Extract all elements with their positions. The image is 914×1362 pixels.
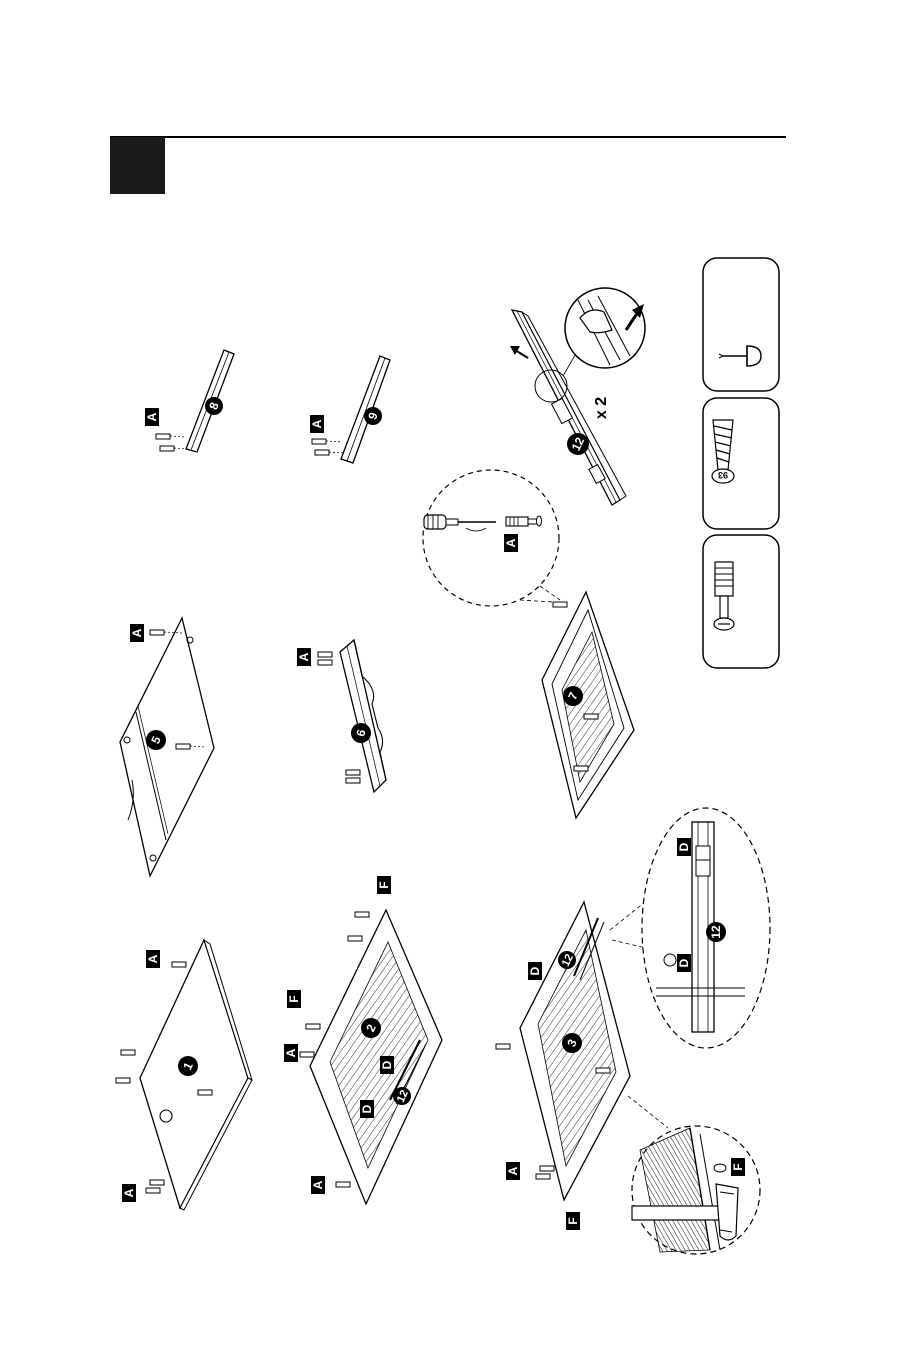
hardware-label-d: D bbox=[677, 958, 691, 967]
cam-bolt-icon bbox=[506, 516, 542, 526]
part-label-12: 12 bbox=[709, 925, 723, 939]
step-number-block bbox=[110, 137, 165, 194]
hardware-label-a: A bbox=[297, 652, 311, 661]
screwdriver-icon bbox=[424, 515, 496, 531]
cam-install-detail: A bbox=[423, 470, 560, 606]
hardware-label-d: D bbox=[677, 842, 691, 851]
screw-mark-label: 93 bbox=[718, 470, 728, 480]
hardware-label-a: A bbox=[145, 412, 159, 421]
cam-bolt-icon bbox=[156, 434, 188, 451]
back-panel-part-6: 6 A bbox=[297, 640, 386, 792]
panel-part-1: 1 A A bbox=[116, 940, 252, 1210]
hardware-label-a: A bbox=[146, 954, 160, 963]
legend-box-glide-nail bbox=[703, 258, 779, 391]
hardware-label-a: A bbox=[130, 628, 144, 637]
hardware-label-a: A bbox=[506, 1166, 520, 1175]
rail-part-8: 8 A bbox=[145, 350, 234, 452]
hardware-label-f: F bbox=[287, 995, 301, 1002]
hardware-label-a: A bbox=[311, 1180, 325, 1189]
slide-mount-detail: 12 D D bbox=[610, 808, 770, 1048]
hardware-label-a: A bbox=[122, 1188, 136, 1197]
hardware-label-d: D bbox=[360, 1104, 374, 1113]
hardware-label-d: D bbox=[380, 1060, 394, 1069]
legend-box-wood-screw bbox=[703, 398, 779, 529]
drawer-slide-part-12: 12 x 2 bbox=[510, 288, 645, 505]
hardware-label-d: D bbox=[528, 966, 542, 975]
hardware-label-f: F bbox=[377, 881, 391, 888]
drawer-frame-part-7: 7 bbox=[542, 592, 634, 818]
drawer-panel-part-3: 3 12 D A F bbox=[496, 902, 630, 1230]
panel-part-5: 5 A bbox=[120, 618, 214, 876]
glide-nail-detail: F bbox=[628, 1096, 760, 1254]
hardware-label-a: A bbox=[504, 538, 518, 547]
cam-bolt-icon bbox=[714, 562, 734, 630]
hardware-label-a: A bbox=[284, 1048, 298, 1057]
hardware-legend: 93 bbox=[703, 258, 779, 668]
hardware-label-f: F bbox=[731, 1163, 745, 1170]
hardware-label-a: A bbox=[310, 419, 324, 428]
rail-part-9: 9 A bbox=[310, 356, 390, 463]
legend-box-cam-bolt bbox=[703, 535, 779, 668]
slide-quantity-label: x 2 bbox=[593, 397, 610, 419]
cam-bolt-icon bbox=[312, 439, 344, 455]
drawer-panel-part-2: 2 12 F F A D D A bbox=[284, 876, 442, 1204]
hardware-label-f: F bbox=[566, 1217, 580, 1224]
